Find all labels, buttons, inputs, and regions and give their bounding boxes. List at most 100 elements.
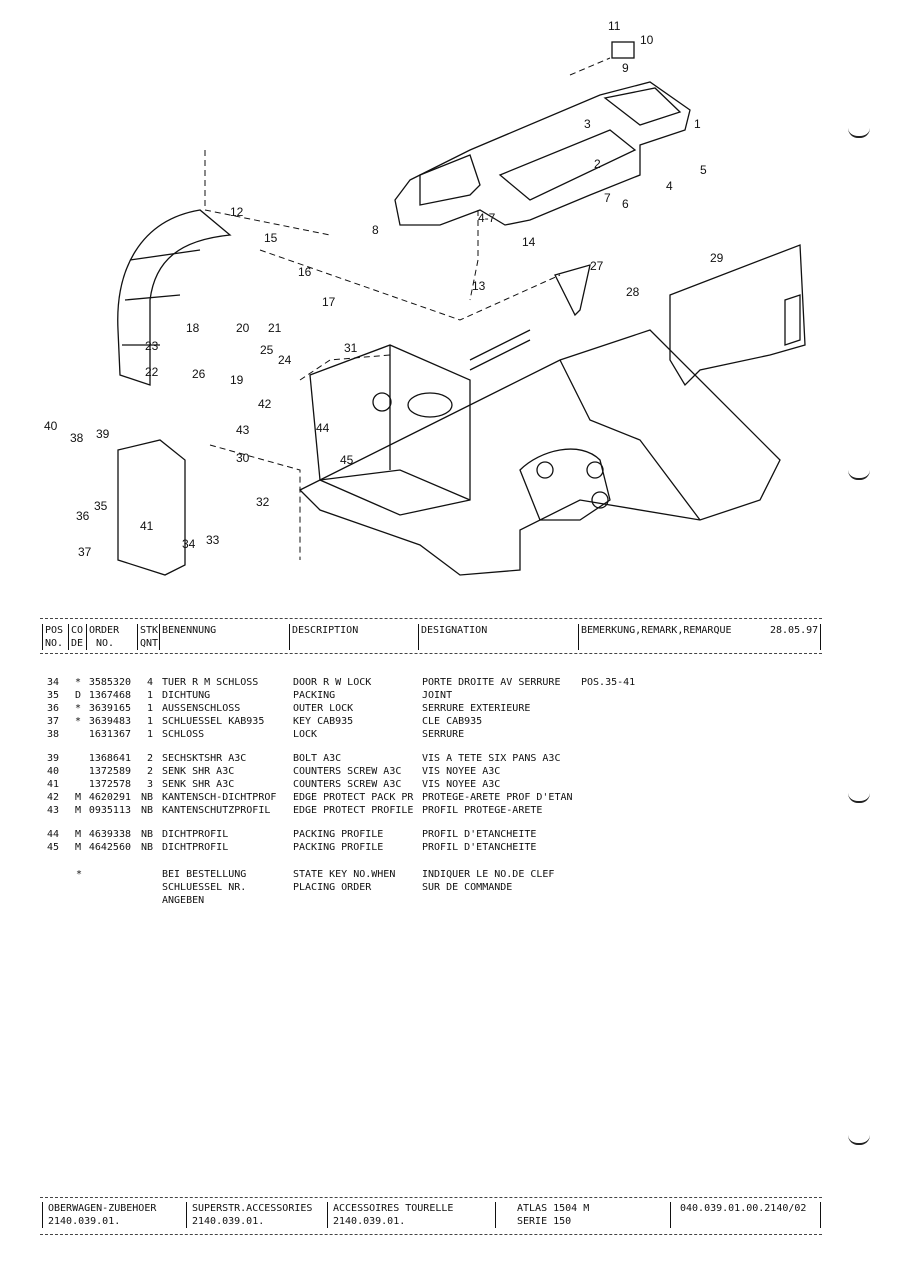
- row-order: 1372578: [88, 779, 131, 790]
- row-co: *: [75, 677, 82, 688]
- row-order: 4639338: [88, 829, 131, 840]
- callout-24: 24: [278, 353, 292, 367]
- hdr-de: DE: [71, 638, 84, 649]
- binder-mark-4: [848, 1135, 870, 1145]
- callout-12: 12: [230, 205, 244, 219]
- row-pos: 41: [47, 779, 60, 790]
- footer-en-title: SUPERSTR.ACCESSORIES: [192, 1203, 313, 1214]
- hdr-order-no: NO.: [96, 638, 115, 649]
- footer-model: ATLAS 1504 M: [517, 1203, 590, 1214]
- callout-10: 10: [640, 33, 654, 47]
- hdr-no: NO.: [45, 638, 64, 649]
- row-pos: 44: [47, 829, 60, 840]
- callout-41: 41: [140, 519, 154, 533]
- row-pos: 45: [47, 842, 60, 853]
- callout-23: 23: [145, 339, 159, 353]
- row-designation: VIS A TETE SIX PANS A3C: [422, 753, 561, 764]
- row-pos: 37: [47, 716, 60, 727]
- row-benennung: DICHTUNG: [162, 690, 211, 701]
- row-qty: NB: [140, 805, 153, 816]
- callout-18: 18: [186, 321, 200, 335]
- callout-8: 8: [372, 223, 379, 237]
- row-designation: SERRURE EXTERIEURE: [422, 703, 531, 714]
- row-qty: 1: [146, 716, 153, 727]
- row-pos: 36: [47, 703, 60, 714]
- row-pos: 43: [47, 805, 60, 816]
- row-order: 1372589: [88, 766, 131, 777]
- footer-fr-no: 2140.039.01.: [333, 1216, 406, 1227]
- callout-9: 9: [622, 61, 629, 75]
- note-marker: *: [76, 869, 83, 880]
- row-qty: 4: [146, 677, 153, 688]
- row-pos: 40: [47, 766, 60, 777]
- row-order: 1631367: [88, 729, 131, 740]
- callout-43: 43: [236, 423, 250, 437]
- row-benennung: TUER R M SCHLOSS: [162, 677, 259, 688]
- header-bottom-rule: [40, 653, 822, 654]
- row-qty: 2: [146, 766, 153, 777]
- callout-45: 45: [340, 453, 354, 467]
- note-benennung-3: ANGEBEN: [162, 895, 205, 906]
- callout-39: 39: [96, 427, 110, 441]
- footer-bottom-rule: [40, 1234, 822, 1235]
- row-description: EDGE PROTECT PROFILE: [293, 805, 414, 816]
- callout-19: 19: [230, 373, 244, 387]
- hdr-qnt: QNT: [140, 638, 159, 649]
- roof-cover: [394, 81, 691, 226]
- row-designation: JOINT: [422, 690, 453, 701]
- callout-28: 28: [626, 285, 640, 299]
- callout-7: 7: [604, 191, 611, 205]
- hdr-designation: DESIGNATION: [421, 625, 488, 636]
- row-order: 4642560: [88, 842, 131, 853]
- callout-4-7: 4-7: [478, 211, 496, 225]
- callout-32: 32: [256, 495, 270, 509]
- footer-en-no: 2140.039.01.: [192, 1216, 265, 1227]
- row-order: 0935113: [88, 805, 131, 816]
- row-qty: NB: [140, 842, 153, 853]
- row-co: M: [75, 842, 82, 853]
- header-top-rule: [40, 618, 822, 619]
- callout-34: 34: [182, 537, 196, 551]
- callout-38: 38: [70, 431, 84, 445]
- callout-30: 30: [236, 451, 250, 465]
- row-benennung: SECHSKTSHR A3C: [162, 753, 247, 764]
- row-pos: 35: [47, 690, 60, 701]
- row-benennung: KANTENSCHUTZPROFIL: [162, 805, 271, 816]
- row-pos: 39: [47, 753, 60, 764]
- row-designation: CLE CAB935: [422, 716, 483, 727]
- callout-6: 6: [622, 197, 629, 211]
- row-qty: NB: [140, 829, 153, 840]
- binder-mark-2: [848, 470, 870, 480]
- note-designation-1: INDIQUER LE NO.DE CLEF: [422, 869, 555, 880]
- row-benennung: SCHLOSS: [162, 729, 205, 740]
- row-designation: PROFIL D'ETANCHEITE: [422, 829, 537, 840]
- row-co: *: [75, 703, 82, 714]
- row-pos: 38: [47, 729, 60, 740]
- callout-26: 26: [192, 367, 206, 381]
- callout-13: 13: [472, 279, 486, 293]
- row-remark: POS.35-41: [581, 677, 636, 688]
- row-description: PACKING PROFILE: [293, 842, 384, 853]
- row-order: 1367468: [88, 690, 131, 701]
- callout-5: 5: [700, 163, 707, 177]
- binder-mark-3: [848, 793, 870, 803]
- callout-27: 27: [590, 259, 604, 273]
- row-description: PACKING PROFILE: [293, 829, 384, 840]
- exploded-parts-diagram: 1 2 3 4 4-7 5 6 7 8 9 10 11 12 13 14 15 …: [44, 19, 806, 576]
- row-description: EDGE PROTECT PACK PR: [293, 792, 414, 803]
- row-benennung: SCHLUESSEL KAB935: [162, 716, 265, 727]
- hdr-order: ORDER: [89, 625, 120, 636]
- footer-doc-number: 040.039.01.00.2140/02: [680, 1203, 807, 1214]
- row-description: OUTER LOCK: [293, 703, 354, 714]
- callout-14: 14: [522, 235, 536, 249]
- row-qty: 1: [146, 729, 153, 740]
- row-order: 4620291: [88, 792, 131, 803]
- callout-31: 31: [344, 341, 358, 355]
- note-description-2: PLACING ORDER: [293, 882, 372, 893]
- callout-2: 2: [594, 157, 601, 171]
- row-designation: SERRURE: [422, 729, 465, 740]
- footer-top-rule: [40, 1197, 822, 1198]
- footer-series: SERIE 150: [517, 1216, 572, 1227]
- row-description: KEY CAB935: [293, 716, 354, 727]
- row-order: 1368641: [88, 753, 131, 764]
